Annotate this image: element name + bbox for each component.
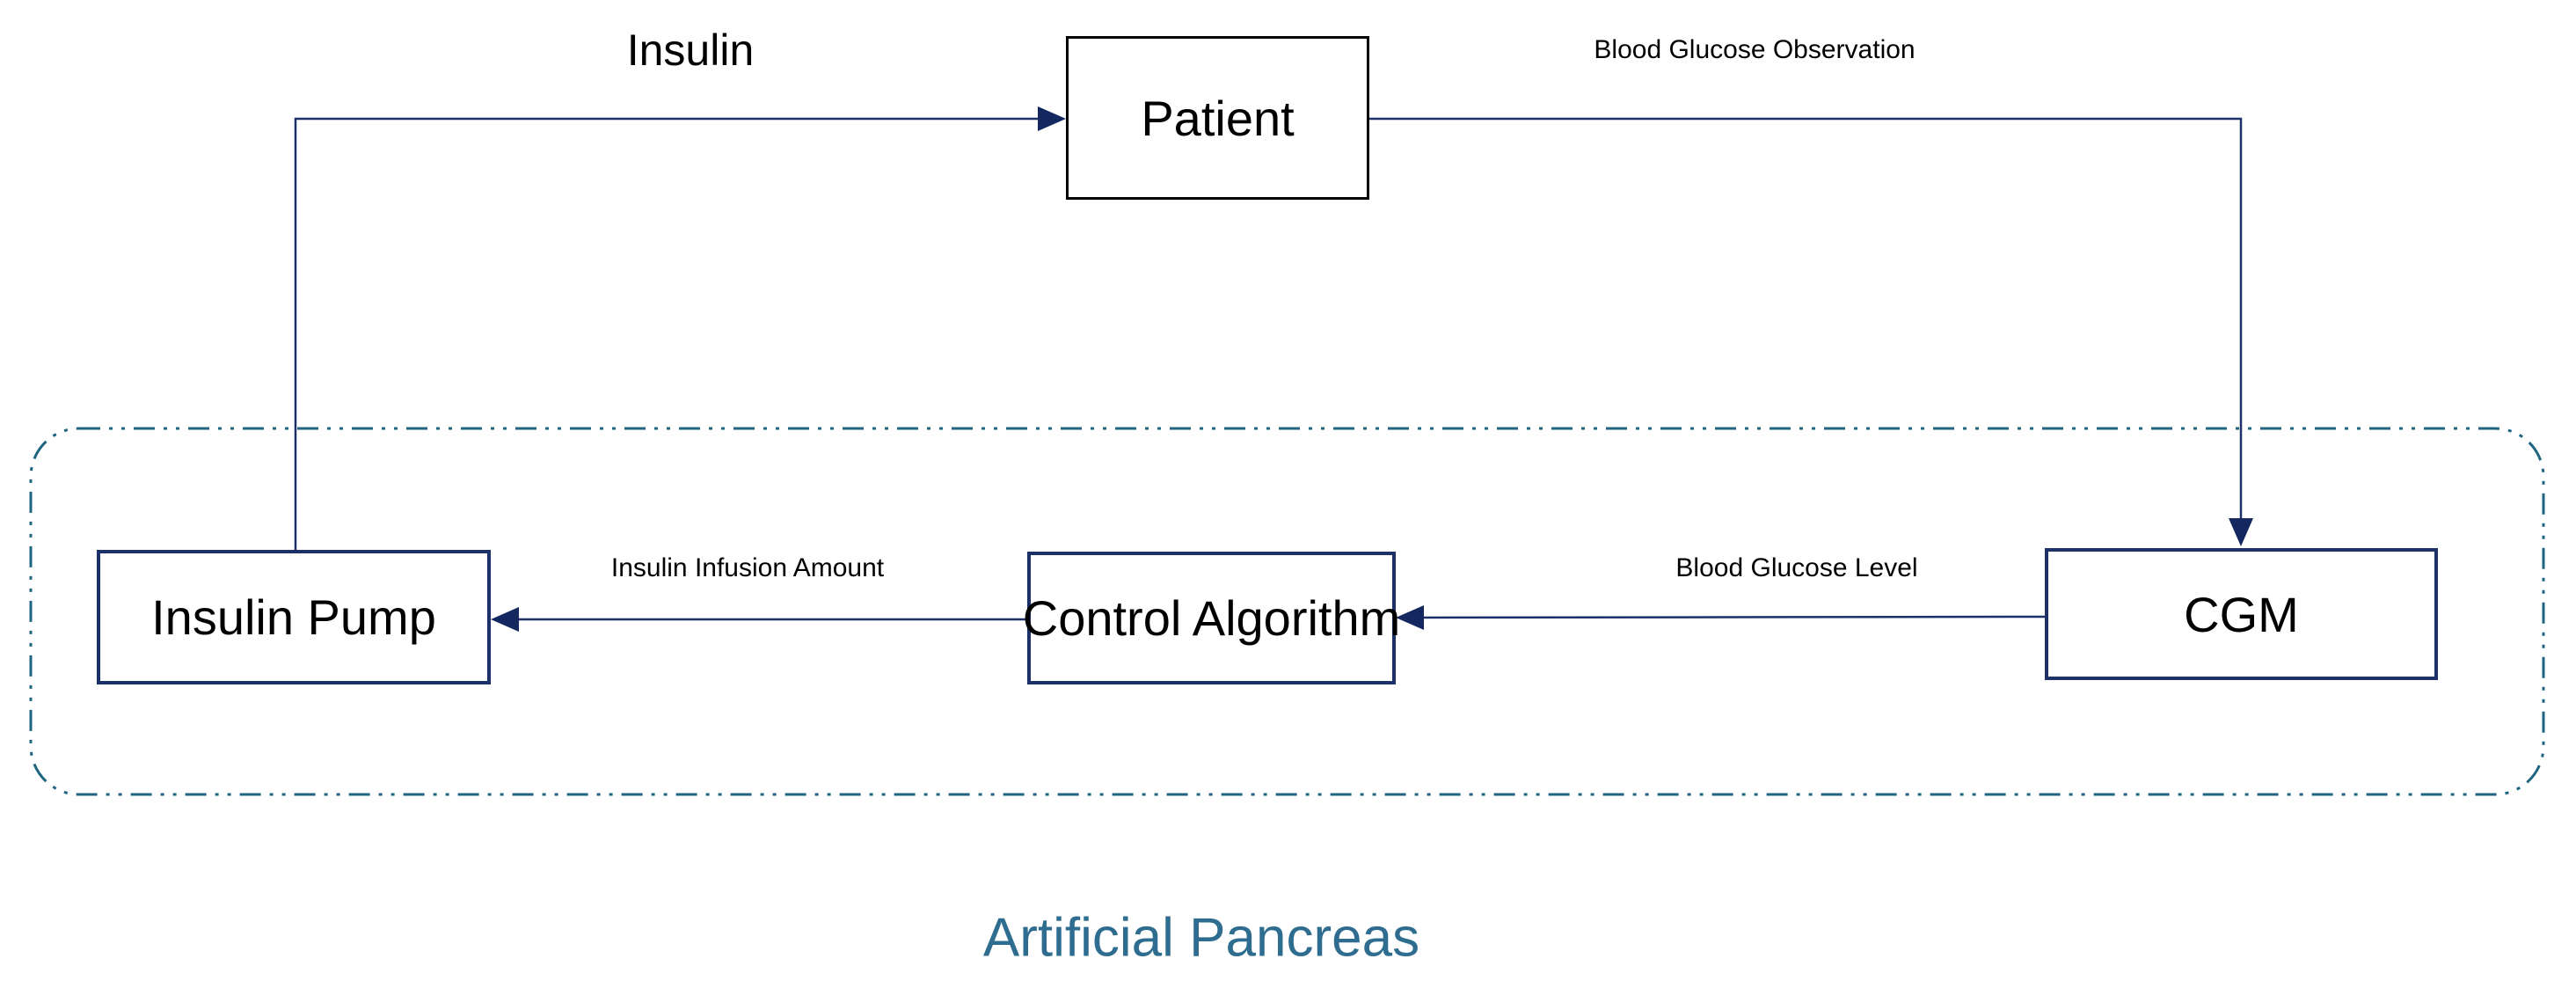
edge-label-blood-glucose-level: Blood Glucose Level	[1675, 553, 1918, 582]
edge-label-insulin: Insulin	[626, 26, 755, 75]
edge-label-insulin-infusion-amount: Insulin Infusion Amount	[610, 553, 885, 582]
edge-blood-glucose-observation-line	[1369, 117, 2243, 531]
node-patient: Patient	[1066, 36, 1369, 200]
artificial-pancreas-boundary	[29, 427, 2545, 796]
arrowhead-into-patient	[1038, 106, 1066, 131]
node-cgm: CGM	[2045, 548, 2438, 680]
arrowhead-into-control-algorithm	[1396, 605, 1424, 630]
diagram-title: Artificial Pancreas	[982, 907, 1420, 969]
edge-label-blood-glucose-observation: Blood Glucose Observation	[1594, 35, 1916, 64]
node-insulin-pump: Insulin Pump	[97, 550, 491, 684]
node-control-algorithm-label: Control Algorithm	[1022, 590, 1401, 646]
node-cgm-label: CGM	[2184, 586, 2299, 642]
edge-blood-glucose-level-line	[1409, 615, 2046, 619]
node-control-algorithm: Control Algorithm	[1023, 552, 1400, 684]
node-insulin-pump-label: Insulin Pump	[151, 589, 436, 645]
arrowhead-into-insulin-pump	[491, 607, 519, 632]
edge-insulin-line	[294, 117, 1052, 550]
node-patient-label: Patient	[1141, 90, 1295, 146]
arrowhead-into-cgm	[2229, 518, 2253, 546]
